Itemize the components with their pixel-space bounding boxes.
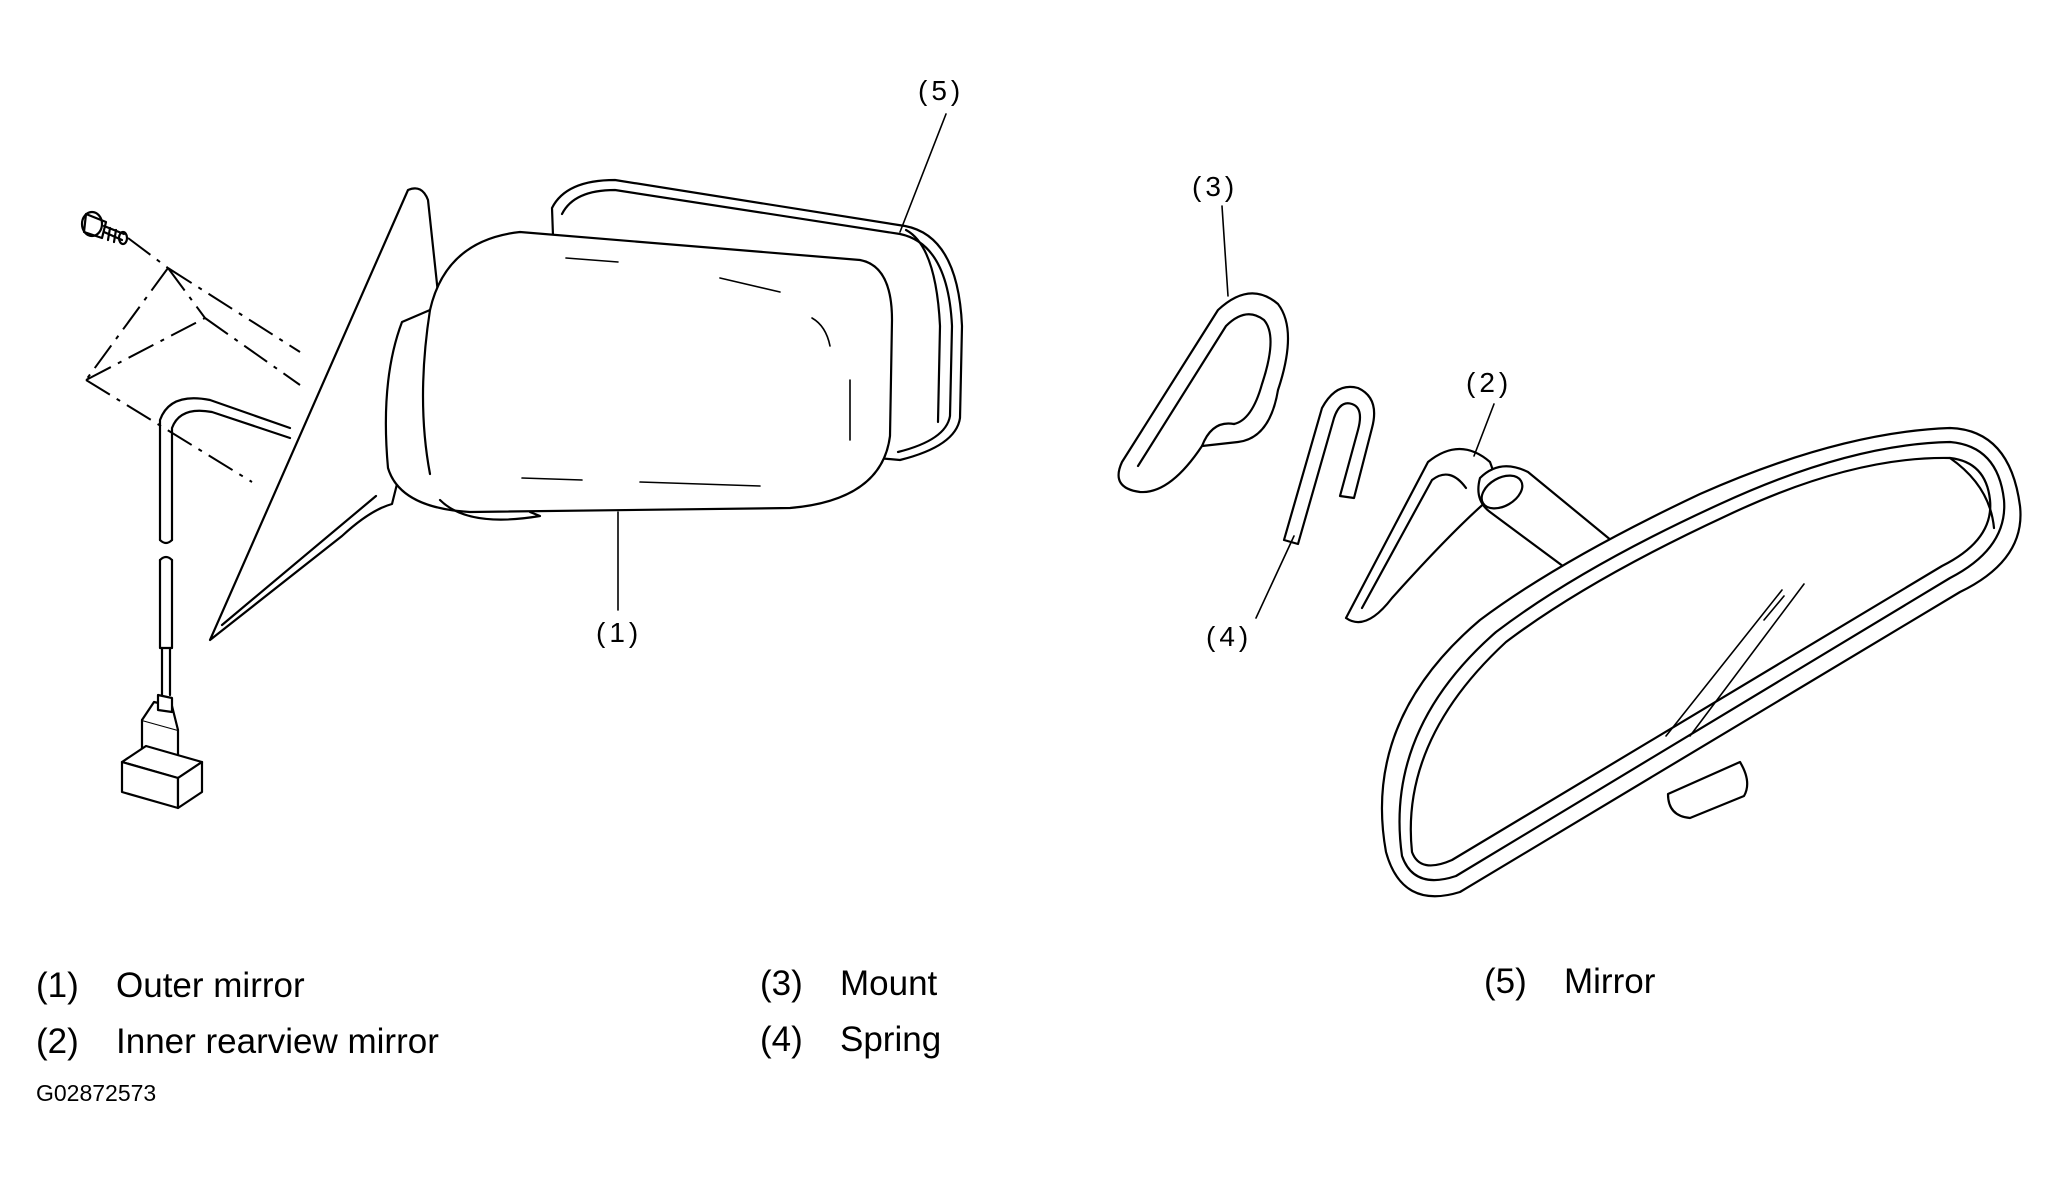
callout-5: (5) (918, 75, 964, 106)
figure-id: G02872573 (36, 1080, 157, 1106)
legend-label: Mirror (1564, 962, 1656, 1001)
legend-number: (4) (760, 1020, 803, 1059)
legend-number: (1) (36, 966, 79, 1005)
legend-item-3: (3) Mount (760, 964, 937, 1004)
legend-number: (2) (36, 1022, 79, 1061)
inner-rearview-mirror (1344, 426, 2022, 898)
callout-2: (2) (1466, 367, 1512, 398)
legend-number: (3) (760, 964, 803, 1003)
callout-4: (4) (1206, 621, 1252, 652)
bolt-icon (80, 210, 129, 246)
callout-3: (3) (1192, 171, 1238, 202)
outer-mirror-housing (384, 230, 894, 521)
callout-1: (1) (596, 617, 642, 648)
connector-icon (120, 693, 204, 810)
legend-number: (5) (1484, 962, 1527, 1001)
legend-label: Inner rearview mirror (116, 1022, 439, 1061)
leader-line-4 (1255, 535, 1295, 619)
legend-item-2: (2) Inner rearview mirror (36, 1022, 439, 1062)
legend-label: Outer mirror (116, 966, 305, 1005)
legend-item-1: (1) Outer mirror (36, 966, 305, 1006)
mount (1117, 292, 1290, 494)
legend-item-5: (5) Mirror (1484, 962, 1655, 1002)
assembly-guide-lines (85, 237, 301, 483)
spring (1282, 385, 1376, 546)
legend-item-4: (4) Spring (760, 1020, 941, 1060)
outer-mirror-assembly (80, 113, 964, 810)
legend-label: Spring (840, 1020, 942, 1059)
wire-harness (158, 397, 292, 697)
legend-label: Mount (840, 964, 938, 1003)
leader-line-3 (1221, 205, 1229, 297)
leader-line-5 (899, 113, 947, 233)
leader-line-2 (1473, 403, 1495, 457)
